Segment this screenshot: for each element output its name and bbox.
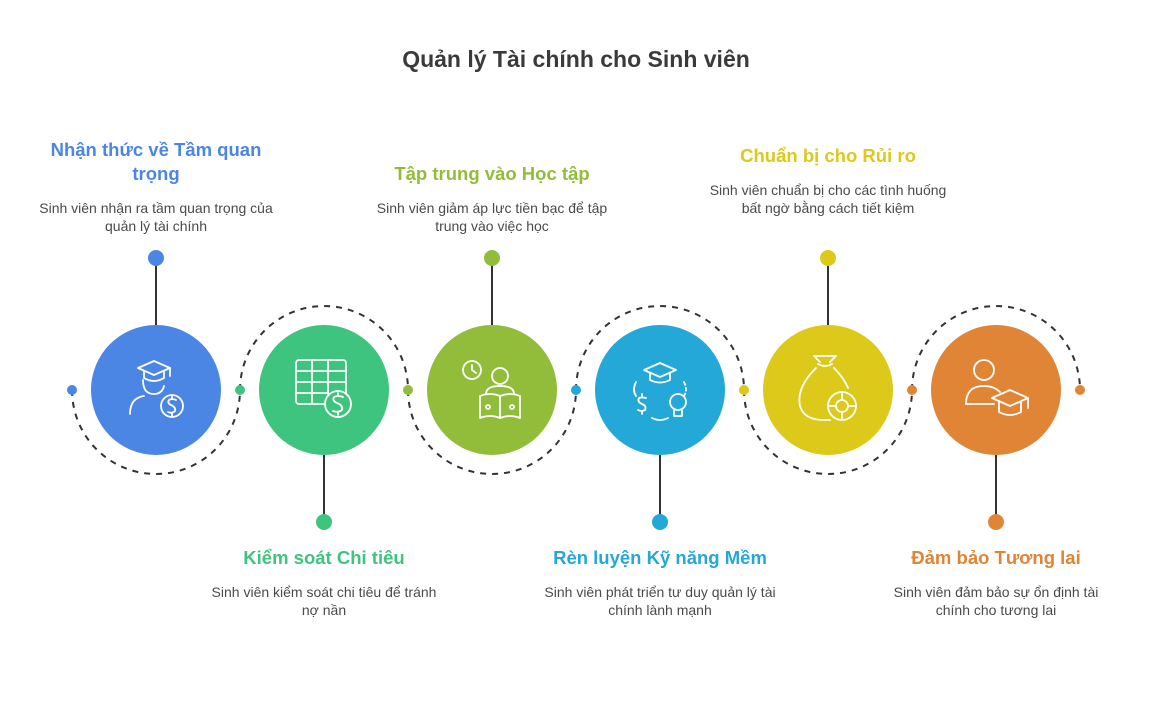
step-heading: Đảm bảo Tương lai [911, 547, 1081, 568]
junction-dot [403, 385, 413, 395]
step-heading: Chuẩn bị cho Rủi ro [740, 145, 916, 166]
reading-clock-icon [462, 360, 521, 419]
step-node [571, 325, 725, 530]
junction-dot [739, 385, 749, 395]
step-label-5: Chuẩn bị cho Rủi ro Sinh viên chuẩn bị c… [708, 144, 948, 217]
connector-arc [911, 305, 1081, 391]
step-description: Sinh viên chuẩn bị cho các tình huống bấ… [709, 182, 947, 216]
step-node [739, 250, 893, 455]
step-label-3: Tập trung vào Học tập Sinh viên giảm áp … [372, 162, 612, 235]
step-heading: Rèn luyện Kỹ năng Mềm [553, 547, 767, 568]
step-pin-dot [148, 250, 164, 266]
junction-dot [907, 385, 917, 395]
step-circle [595, 325, 725, 455]
step-node [907, 325, 1085, 530]
cap-dollar-lightbulb-icon [633, 362, 687, 421]
step-circle [931, 325, 1061, 455]
step-label-4: Rèn luyện Kỹ năng Mềm Sinh viên phát tri… [540, 546, 780, 619]
connector-arcs [71, 305, 1081, 475]
step-circle [259, 325, 389, 455]
step-pin-dot [316, 514, 332, 530]
step-node [403, 250, 557, 455]
page-title: Quản lý Tài chính cho Sinh viên [402, 46, 750, 72]
step-description: Sinh viên đảm bảo sự ổn định tài chính c… [893, 584, 1099, 618]
step-circle [91, 325, 221, 455]
connector-arc [743, 389, 913, 475]
connector-arc [239, 305, 409, 391]
step-label-1: Nhận thức về Tầm quan trọng Sinh viên nh… [36, 138, 276, 235]
step-description: Sinh viên nhận ra tầm quan trọng của quả… [39, 200, 273, 234]
step-heading: Tập trung vào Học tập [394, 163, 590, 184]
step-description: Sinh viên kiểm soát chi tiêu để tránh nợ… [211, 584, 437, 618]
junction-dot [67, 385, 77, 395]
step-description: Sinh viên giảm áp lực tiền bạc để tập tr… [376, 200, 608, 234]
step-pin-dot [820, 250, 836, 266]
step-description: Sinh viên phát triển tư duy quản lý tài … [544, 584, 776, 618]
step-label-6: Đảm bảo Tương lai Sinh viên đảm bảo sự ổ… [876, 546, 1116, 619]
step-heading: Kiểm soát Chi tiêu [243, 547, 405, 568]
step-heading: Nhận thức về Tầm quan trọng [50, 139, 262, 184]
step-circle [427, 325, 557, 455]
junction-dot [235, 385, 245, 395]
money-bag-lifebuoy-icon [798, 355, 857, 421]
step-pin-dot [652, 514, 668, 530]
person-graduation-icon [965, 359, 1029, 416]
step-node [67, 250, 221, 455]
step-pin-dot [988, 514, 1004, 530]
spreadsheet-dollar-icon [295, 359, 352, 418]
junction-dot [571, 385, 581, 395]
connector-arc [575, 305, 745, 391]
step-pin-dot [484, 250, 500, 266]
connector-arc [407, 389, 577, 475]
step-node [235, 325, 389, 530]
step-label-2: Kiểm soát Chi tiêu Sinh viên kiểm soát c… [204, 546, 444, 619]
junction-dot [1075, 385, 1085, 395]
step-nodes [67, 250, 1085, 530]
graduate-dollar-icon [129, 360, 184, 418]
connector-arc [71, 389, 241, 475]
step-circle [763, 325, 893, 455]
